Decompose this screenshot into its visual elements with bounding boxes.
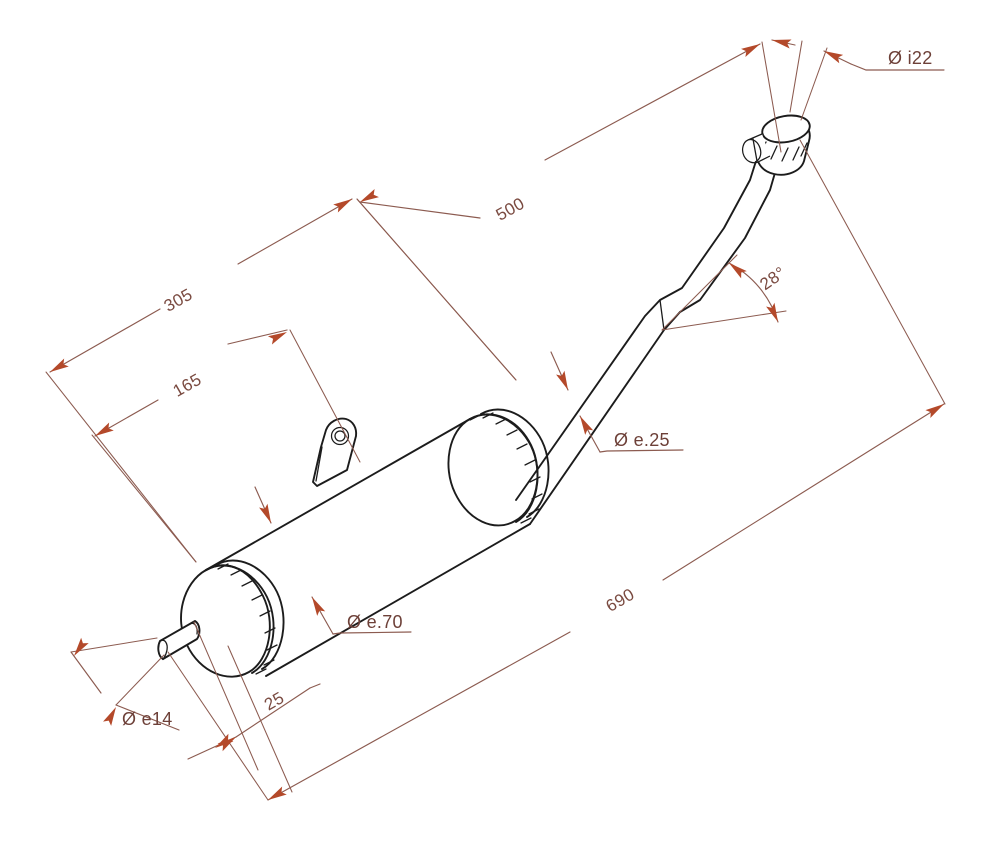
crimp-band-rear-ribs xyxy=(204,563,278,675)
dimension-label-dia-e14: Ø e14 xyxy=(122,709,173,729)
dimension-label-165: 165 xyxy=(170,370,205,401)
clamp-bolt xyxy=(742,133,771,164)
dimension-dia-e25: Ø e.25 xyxy=(550,351,684,453)
dimension-dia-e70: Ø e.70 xyxy=(307,594,412,635)
dimension-label-25: 25 xyxy=(261,688,288,714)
dimension-label-690: 690 xyxy=(603,585,638,616)
dimension-dia-i22: Ø i22 xyxy=(771,35,945,121)
silencer-body xyxy=(180,408,550,678)
dimension-label-305: 305 xyxy=(161,285,196,316)
dimension-label-dia-i22: Ø i22 xyxy=(888,48,933,68)
downpipe xyxy=(515,141,782,525)
body-pointer-arrow xyxy=(254,486,276,525)
crimp-band-front-ribs xyxy=(469,412,543,524)
dimension-label-dia-e25: Ø e.25 xyxy=(614,430,670,450)
manifold-collar xyxy=(742,114,811,176)
dimension-angle-28: 28° xyxy=(661,254,789,331)
dimension-165: 165 xyxy=(91,327,361,563)
dimension-label-dia-e70: Ø e.70 xyxy=(347,612,403,632)
dimension-500: 500 xyxy=(356,39,782,381)
dimension-dia-e14: Ø e14 xyxy=(70,637,180,731)
dimension-label-500: 500 xyxy=(493,194,528,225)
dimension-305: 305 xyxy=(45,195,517,563)
part-geometry-group xyxy=(157,114,811,678)
mount-bracket xyxy=(312,417,358,487)
